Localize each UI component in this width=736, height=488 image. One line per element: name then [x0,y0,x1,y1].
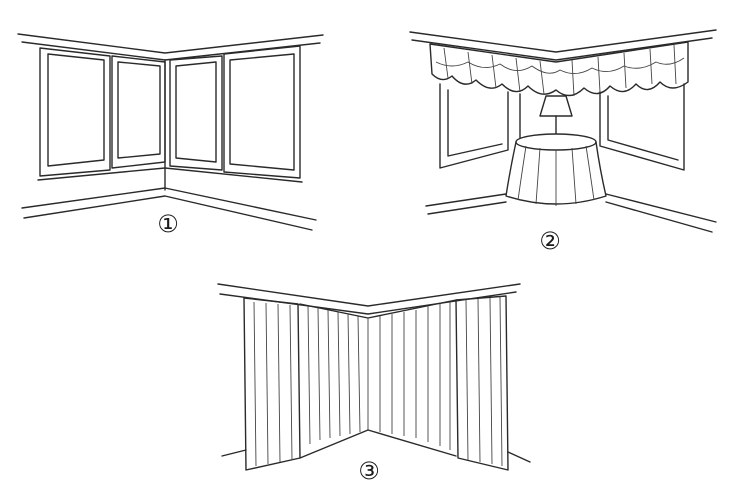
balloon-valance [429,41,689,97]
right-window-pane-2 [223,45,301,179]
figure-number-two: ② [539,227,561,255]
sheer-pleated-panel [299,299,457,459]
figure-number-one: ① [157,210,179,238]
patterned-side-panel-left [243,297,301,471]
right-window-pane [169,55,223,171]
figure-number-three: ③ [358,457,380,485]
left-window-pane [39,47,111,177]
patterned-side-panel-right [455,295,509,471]
round-skirted-table-illustration [505,133,607,206]
